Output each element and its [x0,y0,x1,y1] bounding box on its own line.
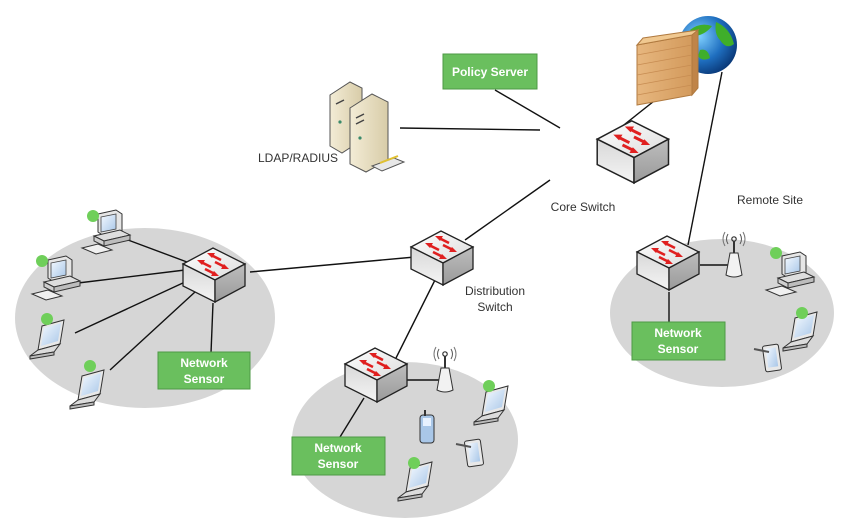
link-bottom-sensor [339,397,365,438]
sensor-label-line2: Sensor [658,342,699,356]
sensor-label-line1: Network [180,356,228,370]
link-left-laptop2 [109,291,196,371]
remote-network-sensor[interactable]: Network Sensor [631,321,726,361]
endpoint-status-dot [36,255,48,267]
firewall-icon[interactable] [635,28,700,106]
link-distribution-left [249,256,416,273]
sensor-label-line2: Sensor [184,372,225,386]
link-globe-remote [687,71,723,246]
remote-site-label: Remote Site [737,193,803,207]
endpoint-status-dot [84,360,96,372]
endpoint-status-dot [770,247,782,259]
link-left-desktop2 [77,269,186,284]
policy-server-label: Policy Server [452,65,528,79]
endpoint-status-dot [41,313,53,325]
ldap-radius-label: LDAP/RADIUS [258,151,338,165]
ldap-radius-server-icon[interactable] [329,81,406,173]
sensor-label-line2: Sensor [318,457,359,471]
link-left-sensor [210,302,214,354]
distribution-switch-label-line1: Distribution [465,284,525,298]
distribution-switch-icon[interactable] [409,229,475,287]
links [74,71,730,438]
core-switch-label: Core Switch [551,200,616,214]
endpoint-status-dot [483,380,495,392]
endpoint-status-dot [408,457,420,469]
core-switch-icon[interactable] [595,119,670,185]
link-left-desktop1 [127,239,196,266]
link-policy-core [494,89,561,129]
endpoint-status-dot [87,210,99,222]
policy-server-box[interactable]: Policy Server [442,53,538,90]
sensor-label-line1: Network [314,441,362,455]
link-distribution-bottom [395,279,436,359]
remote-site-devices [722,231,818,373]
link-core-distribution [464,179,551,241]
bottom-network-sensor[interactable]: Network Sensor [291,436,386,476]
distribution-switch-label-line2: Switch [477,300,512,314]
endpoint-status-dot [796,307,808,319]
link-ldap-core [399,127,541,131]
bottom-site-devices [397,346,509,502]
sensor-label-line1: Network [654,326,702,340]
left-network-sensor[interactable]: Network Sensor [157,351,251,390]
phone-icon[interactable] [419,410,435,444]
link-left-laptop1 [74,281,186,334]
left-site-devices [29,209,131,410]
site-ellipse-bottom [292,362,518,518]
